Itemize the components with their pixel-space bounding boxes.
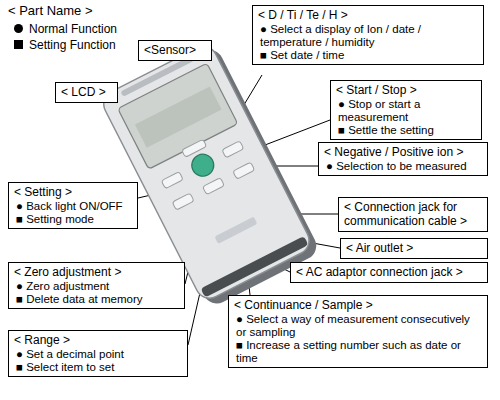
continuance-button bbox=[202, 178, 224, 195]
legend-sample bbox=[14, 24, 23, 33]
function-text: ● Zero adjustment bbox=[14, 280, 179, 293]
diagram-title: < Part Name > bbox=[8, 3, 93, 18]
function-text: ● Stop or start a measurement bbox=[336, 98, 476, 124]
callout-title: < LCD > bbox=[61, 85, 112, 99]
function-text: ■ Delete data at memory bbox=[14, 293, 179, 306]
setting-button bbox=[161, 172, 183, 189]
callout-title: < D / Ti / Te / H > bbox=[258, 8, 478, 22]
callout-box: < Range >● Set a decimal point■ Select i… bbox=[8, 330, 188, 377]
legend-row: Setting Function bbox=[14, 37, 117, 53]
function-text: ■ Set date / time bbox=[258, 49, 478, 62]
callout-title: < Range > bbox=[14, 333, 182, 347]
lcd-screen bbox=[118, 63, 238, 169]
zero-button bbox=[172, 193, 194, 210]
lcd-digits-area bbox=[135, 86, 222, 147]
callout-box: < Start / Stop >● Stop or start a measur… bbox=[330, 80, 482, 140]
callout-box: <Sensor> bbox=[138, 40, 212, 61]
callout-title: < AC adaptor connection jack > bbox=[296, 265, 482, 279]
function-text: ● Set a decimal point bbox=[14, 348, 182, 361]
ion-button bbox=[222, 141, 244, 158]
callout-box: < LCD > bbox=[55, 82, 118, 103]
function-text: ■ Setting mode bbox=[14, 213, 132, 226]
display-button bbox=[182, 139, 207, 157]
function-text: ■ Settle the setting bbox=[336, 124, 476, 137]
legend-text: Setting Function bbox=[29, 38, 116, 52]
callout-title: < Air outlet > bbox=[346, 241, 482, 255]
legend-row: Normal Function bbox=[14, 21, 117, 37]
callout-title: < Zero adjustment > bbox=[14, 265, 179, 279]
callout-box: < Connection jack for communication cabl… bbox=[338, 197, 488, 232]
callout-box: < D / Ti / Te / H >● Select a display of… bbox=[252, 5, 484, 65]
range-button bbox=[233, 162, 255, 179]
callout-title: < Negative / Positive ion > bbox=[324, 145, 482, 159]
callout-box: < Air outlet > bbox=[340, 238, 488, 259]
legend-sample bbox=[14, 40, 23, 49]
function-text: ● Selection to be measured bbox=[324, 160, 482, 173]
function-text: ■ Increase a setting number such as date… bbox=[234, 339, 482, 365]
legend: Normal FunctionSetting Function bbox=[14, 21, 117, 53]
logo-plate bbox=[214, 217, 257, 244]
callout-box: < Negative / Positive ion >● Selection t… bbox=[318, 142, 488, 176]
function-text: ● Select a way of measurement consecutiv… bbox=[234, 313, 482, 339]
callout-box: < AC adaptor connection jack > bbox=[290, 262, 488, 283]
callout-title: < Setting > bbox=[14, 185, 132, 199]
callout-title: < Connection jack for communication cabl… bbox=[344, 200, 482, 228]
callout-box: < Continuance / Sample >● Select a way o… bbox=[228, 295, 488, 368]
function-text: ■ Select item to set bbox=[14, 361, 182, 374]
callout-box: < Zero adjustment >● Zero adjustment■ De… bbox=[8, 262, 185, 309]
start-stop-button bbox=[188, 150, 218, 180]
function-text: ● Back light ON/OFF bbox=[14, 200, 132, 213]
legend-text: Normal Function bbox=[29, 22, 117, 36]
callout-box: < Setting >● Back light ON/OFF■ Setting … bbox=[8, 182, 138, 229]
callout-title: < Continuance / Sample > bbox=[234, 298, 482, 312]
callout-title: <Sensor> bbox=[144, 43, 206, 57]
callout-title: < Start / Stop > bbox=[336, 83, 476, 97]
function-text: ● Select a display of Ion / date / tempe… bbox=[258, 23, 478, 49]
